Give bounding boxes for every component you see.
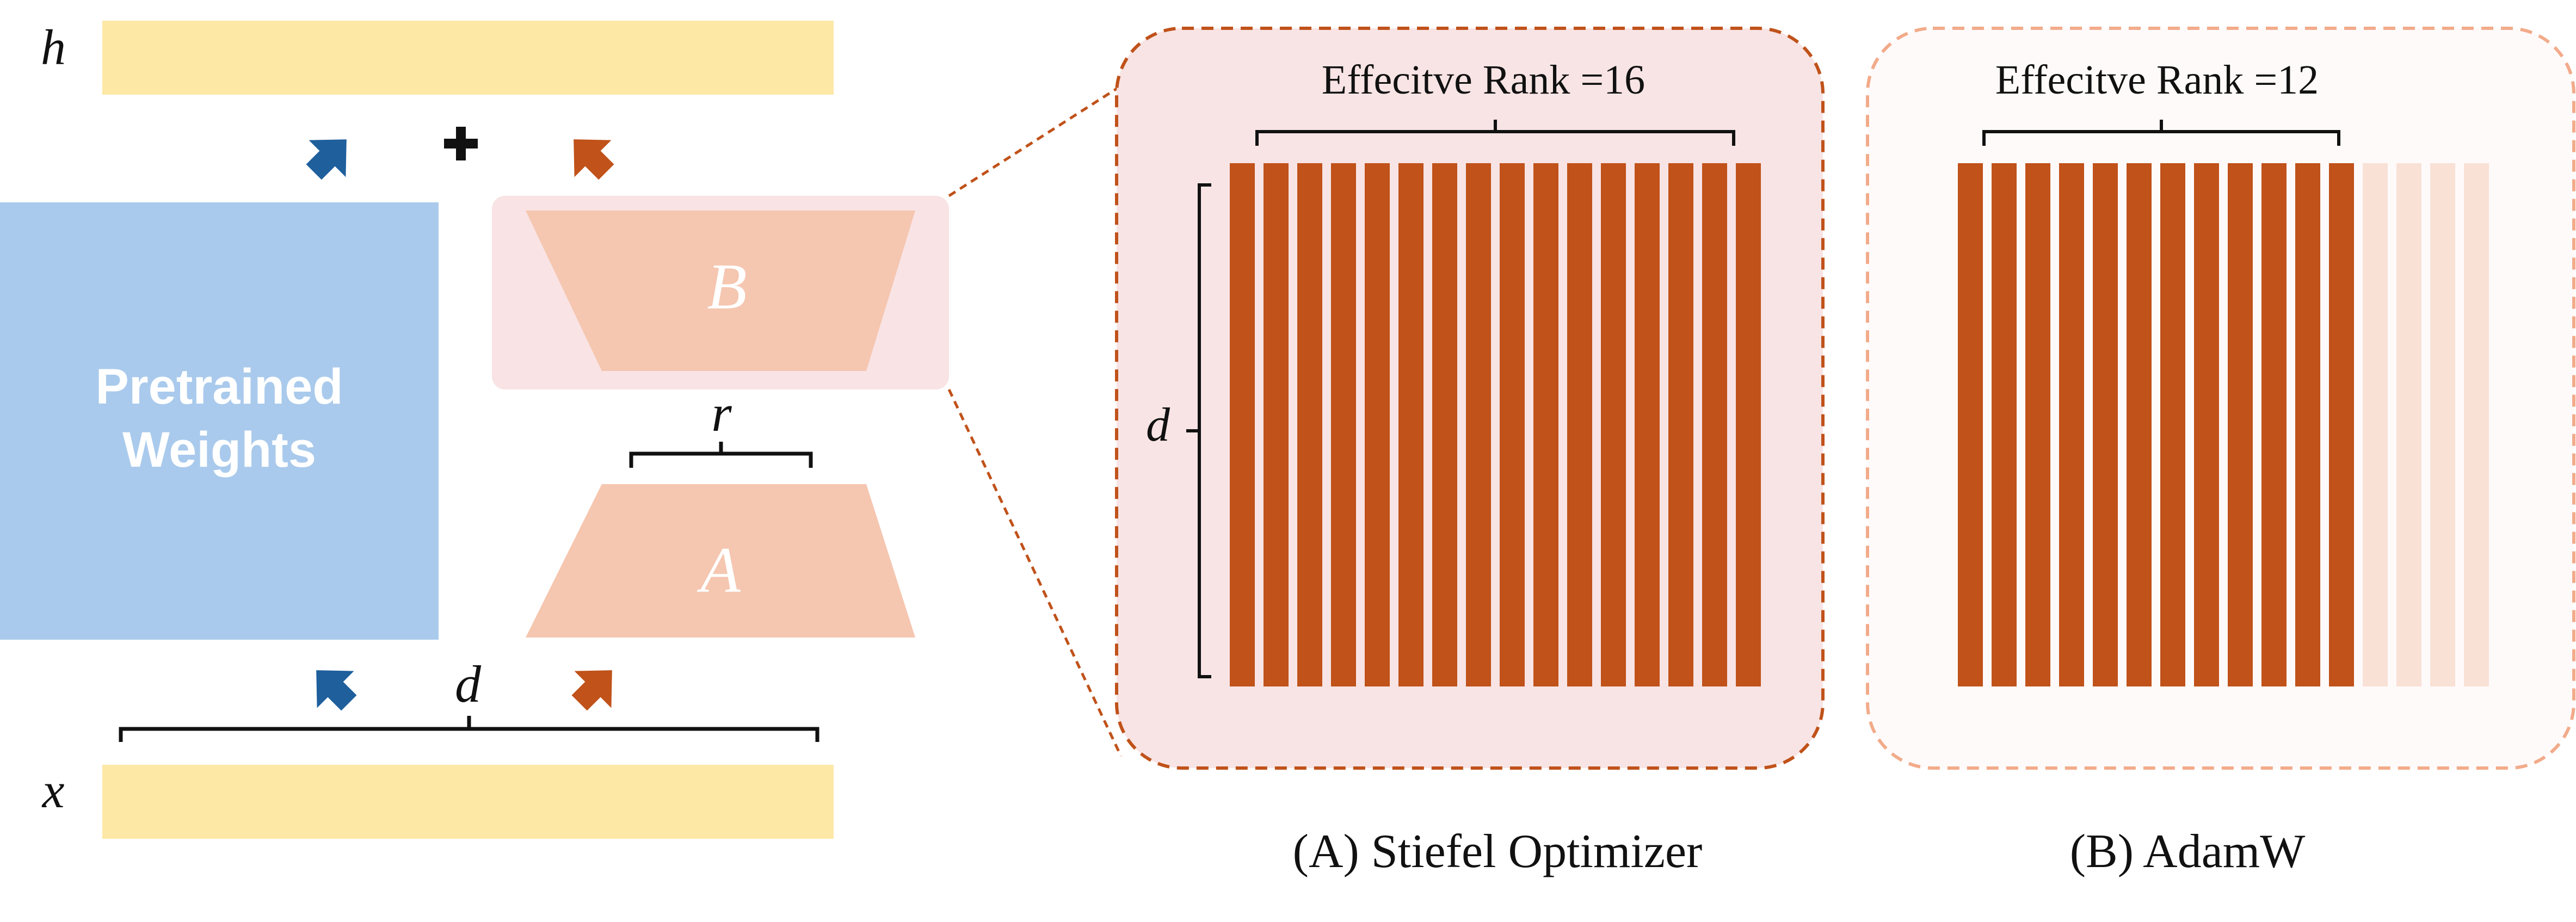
a-matrix-trapezoid xyxy=(526,484,915,638)
rank-column-bar xyxy=(1992,163,2017,686)
rank-column-bar xyxy=(1567,163,1592,686)
rank-column-bar xyxy=(1365,163,1390,686)
rank-column-bar xyxy=(1398,163,1423,686)
panel-a-d-label: d xyxy=(1146,399,1170,451)
rank-column-bar xyxy=(1958,163,1983,686)
panel-b-rank-label: Effecitve Rank =12 xyxy=(1995,57,2319,103)
rank-column-bar xyxy=(2127,163,2152,686)
d-bracket-bottom xyxy=(119,716,819,742)
rank-column-bar xyxy=(1702,163,1727,686)
rank-column-bar xyxy=(1533,163,1558,686)
panel-a-rank-bracket xyxy=(1255,120,1735,146)
r-label: r xyxy=(711,384,732,442)
zoom-line-bottom xyxy=(947,388,1123,757)
pretrained-weights-block xyxy=(0,202,439,640)
rank-column-bar-inactive xyxy=(2464,163,2489,686)
rank-column-bar xyxy=(1668,163,1693,686)
blue-up-arrow-bottom-icon xyxy=(298,652,368,722)
rank-column-bar xyxy=(1466,163,1491,686)
rank-column-bar xyxy=(2261,163,2287,686)
x-label: x xyxy=(41,763,65,818)
rank-column-bar xyxy=(2059,163,2084,686)
rank-column-bar xyxy=(2025,163,2050,686)
rank-column-bar xyxy=(2228,163,2253,686)
panel-b-rank-bracket xyxy=(1982,120,2340,146)
rank-column-bar xyxy=(1635,163,1660,686)
r-bracket xyxy=(629,442,813,468)
rank-column-bar-inactive xyxy=(2396,163,2421,686)
rank-column-bar xyxy=(2093,163,2118,686)
output-h-bar xyxy=(102,21,834,95)
rank-column-bar xyxy=(1230,163,1255,686)
pretrained-label-line2: Weights xyxy=(122,422,316,478)
h-label: h xyxy=(41,20,66,75)
panel-a-stiefel: Effecitve Rank =16 d xyxy=(1115,27,1825,770)
panel-a-bars xyxy=(1230,163,1761,686)
input-x-bar xyxy=(102,765,834,839)
rank-column-bar-inactive xyxy=(2363,163,2388,686)
orange-up-arrow-bottom-icon xyxy=(560,652,631,722)
rank-column-bar xyxy=(1297,163,1322,686)
rank-column-bar-inactive xyxy=(2430,163,2455,686)
rank-column-bar xyxy=(1736,163,1761,686)
panel-b-adamw: Effecitve Rank =12 xyxy=(1866,27,2575,770)
panel-a-d-bracket xyxy=(1186,183,1211,678)
rank-column-bar xyxy=(1264,163,1289,686)
rank-column-bar xyxy=(1331,163,1356,686)
rank-column-bar xyxy=(2329,163,2354,686)
rank-column-bar xyxy=(2194,163,2219,686)
d-label-bottom: d xyxy=(455,655,482,713)
panel-b-bars xyxy=(1958,163,2489,686)
plus-icon xyxy=(444,127,478,160)
rank-column-bar xyxy=(2295,163,2320,686)
orange-up-arrow-top-icon xyxy=(555,121,625,191)
lora-module: h Pretrained Weights B r A xyxy=(0,20,949,839)
b-matrix-label: B xyxy=(707,250,747,323)
panel-b-caption: (B) AdamW xyxy=(2070,825,2306,878)
blue-up-arrow-top-icon xyxy=(295,121,365,191)
rank-column-bar xyxy=(1432,163,1457,686)
zoom-line-top xyxy=(948,84,1122,197)
rank-column-bar xyxy=(1500,163,1525,686)
panel-a-caption: (A) Stiefel Optimizer xyxy=(1293,825,1703,878)
rank-column-bar xyxy=(1601,163,1626,686)
rank-column-bar xyxy=(2160,163,2185,686)
panel-a-rank-label: Effecitve Rank =16 xyxy=(1322,57,1645,103)
b-matrix-trapezoid xyxy=(526,211,915,371)
pretrained-label-line1: Pretrained xyxy=(95,359,343,414)
a-matrix-label: A xyxy=(697,534,741,606)
